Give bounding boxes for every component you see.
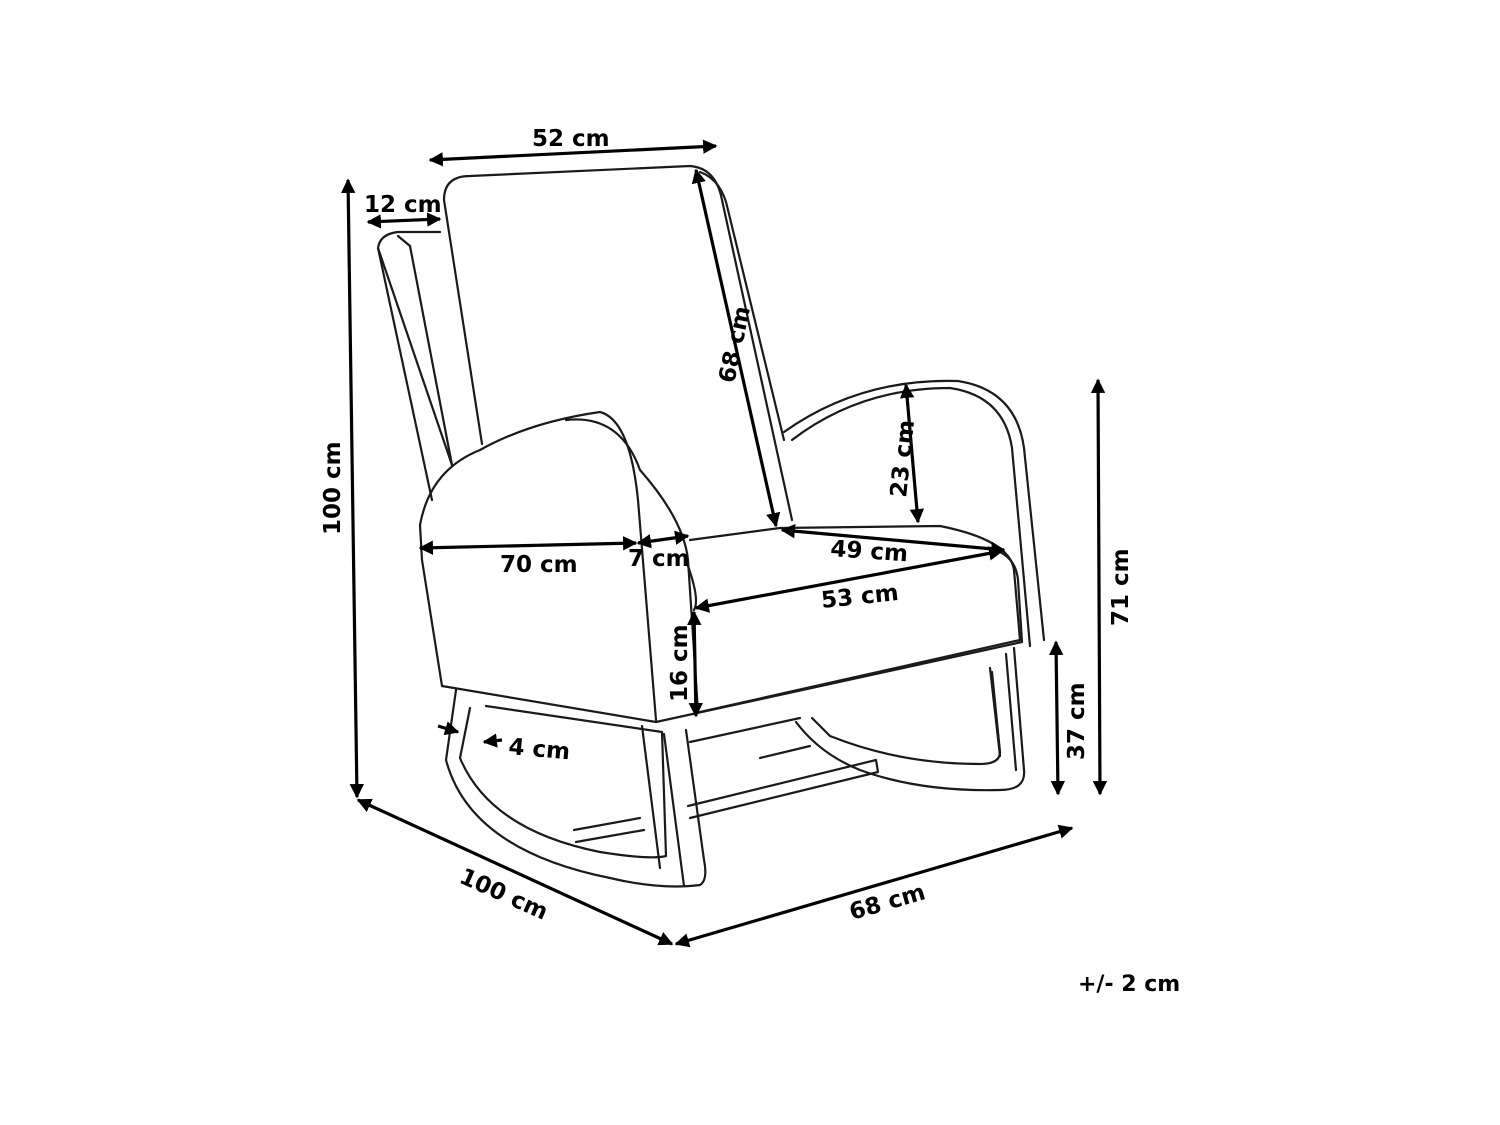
dim-arrow-seat-cushion-height [687, 610, 703, 718]
left-rocker-inner [458, 704, 668, 859]
dim-arrow-armrest-thickness [636, 530, 690, 549]
right-rocker-legs [988, 652, 1018, 772]
tolerance-note: +/- 2 cm [1078, 972, 1181, 997]
dim-arrow-overall-width [674, 824, 1074, 948]
dim-arrow-rocker-thickness-left [437, 721, 460, 736]
dim-arrow-back-width [428, 139, 718, 167]
dim-arrow-armrest-length [418, 536, 638, 555]
label-backrest-height: 68 cm [714, 304, 756, 385]
dim-arrow-seat-floor-height [1048, 640, 1066, 796]
chair-outline [376, 164, 1046, 888]
cross-bar-rear [686, 758, 880, 820]
chair-bottom [440, 640, 1024, 724]
dim-arrow-backrest-height [691, 168, 781, 528]
right-armrest-inner [790, 386, 1032, 648]
label-armrest-floor-height: 71 cm [1108, 548, 1134, 626]
cross-bar-front [572, 816, 646, 844]
dim-arrow-seat-width [694, 546, 1004, 613]
label-overall-depth: 100 cm [456, 864, 552, 926]
right-rocker-outer [794, 646, 1026, 792]
label-overall-height: 100 cm [320, 441, 346, 535]
right-rocker-inner [810, 670, 1002, 766]
label-armrest-top-width: 12 cm [364, 192, 442, 218]
backrest-side [698, 170, 786, 442]
label-armrest-thickness: 7 cm [628, 546, 690, 572]
label-seat-floor-height: 37 cm [1064, 682, 1090, 760]
label-rocker-thickness: 4 cm [507, 734, 571, 765]
label-armrest-length: 70 cm [500, 552, 578, 578]
left-back-post-edge [376, 246, 434, 502]
dimension-labels: 52 cm 12 cm 100 cm 68 cm 23 cm 70 cm 7 c… [320, 126, 1134, 926]
dim-arrow-armrest-height [899, 383, 925, 524]
dim-arrow-armrest-floor-height [1090, 378, 1108, 796]
label-seat-width: 53 cm [820, 580, 900, 614]
dim-arrow-rocker-thickness-right [482, 733, 503, 748]
dim-arrow-overall-height [340, 178, 365, 799]
right-armrest [782, 379, 1046, 642]
dimension-arrows [340, 139, 1108, 948]
dim-arrow-armrest-top-width [366, 212, 442, 229]
dim-arrow-overall-depth [356, 798, 674, 946]
label-overall-width: 68 cm [846, 879, 928, 925]
cross-bar-mid [688, 716, 812, 760]
label-seat-cushion-height: 16 cm [667, 624, 693, 702]
label-back-width: 52 cm [532, 126, 610, 152]
left-back-post-inner [396, 234, 454, 467]
label-seat-depth: 49 cm [830, 536, 909, 567]
